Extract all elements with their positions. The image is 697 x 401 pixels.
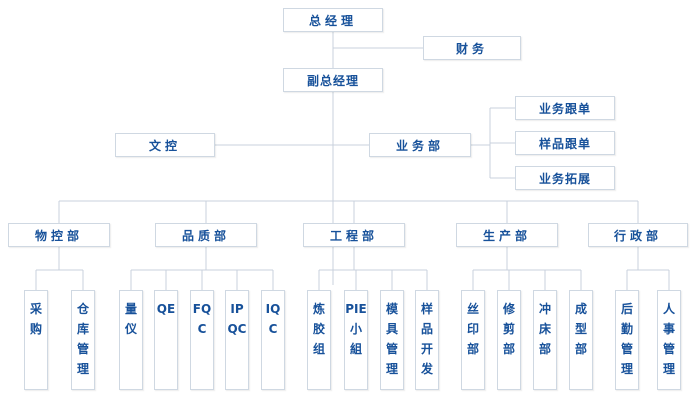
dept-admin: 行政部 [588,223,688,247]
unit-punching: 冲床部 [533,290,557,390]
unit-molding: 成型部 [569,290,593,390]
unit-fqc: FQC [190,290,214,390]
general-manager-node: 总经理 [283,8,383,32]
unit-rubber-mixing: 炼胶组 [307,290,331,390]
unit-qe: QE [154,290,178,390]
unit-purchasing: 采购 [24,290,48,390]
business-dept-node: 业务部 [369,133,471,157]
doc-control-node: 文控 [115,133,215,157]
unit-silkscreen: 丝印部 [461,290,485,390]
dept-quality: 品质部 [155,223,257,247]
biz-sub-expansion: 业务拓展 [515,166,615,190]
unit-gauge: 量仪 [119,290,143,390]
dept-engineering: 工程部 [303,223,405,247]
unit-trimming: 修剪部 [497,290,521,390]
biz-sub-order-follow: 业务跟单 [515,96,615,120]
unit-hr: 人事管理 [657,290,681,390]
unit-warehouse: 仓库管理 [71,290,95,390]
unit-logistics: 后勤管理 [615,290,639,390]
unit-ipqc: IPQC [225,290,249,390]
unit-sample-dev: 样品开发 [415,290,439,390]
dept-material-control: 物控部 [8,223,110,247]
finance-node: 财务 [423,36,521,60]
deputy-gm-node: 副总经理 [283,68,383,92]
unit-iqc: IQC [261,290,285,390]
unit-pie-group: PIE小組 [344,290,368,390]
unit-mold-mgmt: 模具管理 [380,290,404,390]
biz-sub-sample-follow: 样品跟单 [515,131,615,155]
dept-production: 生产部 [456,223,558,247]
